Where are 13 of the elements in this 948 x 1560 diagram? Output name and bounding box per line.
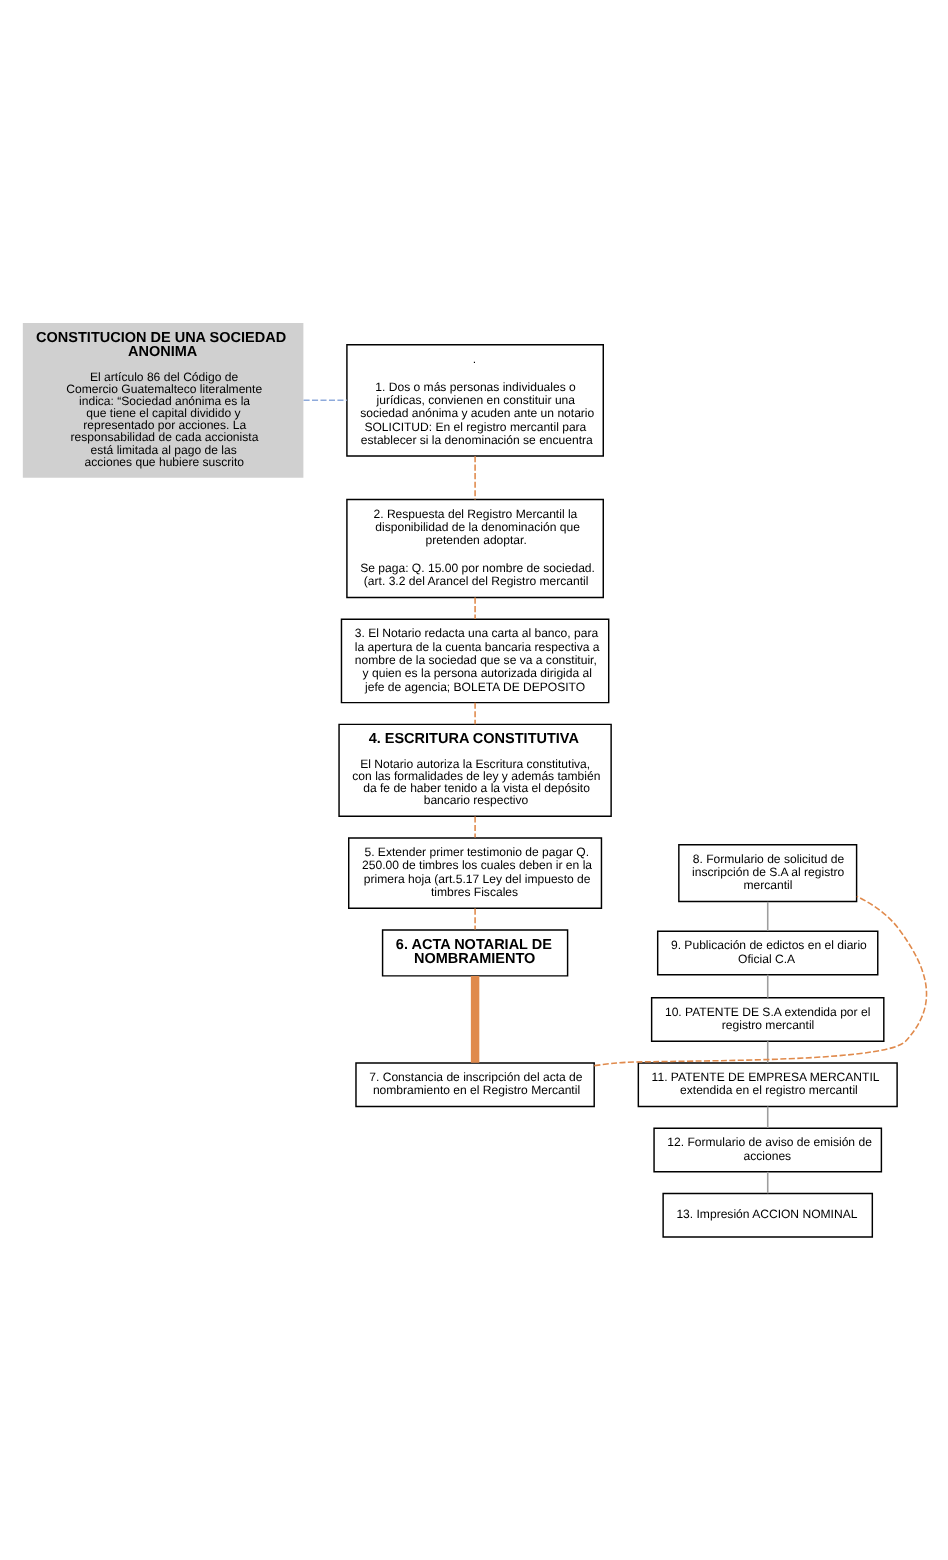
connector	[765, 1105, 768, 1129]
connector	[469, 976, 479, 1063]
connector	[765, 973, 768, 999]
connector	[473, 455, 475, 501]
connector	[473, 907, 475, 931]
connector	[765, 901, 768, 932]
connector	[765, 1171, 768, 1195]
connector	[473, 815, 475, 839]
connector	[473, 702, 475, 725]
connector	[592, 895, 927, 1067]
connector	[301, 399, 347, 402]
connector	[765, 1040, 768, 1064]
connector	[473, 596, 475, 620]
